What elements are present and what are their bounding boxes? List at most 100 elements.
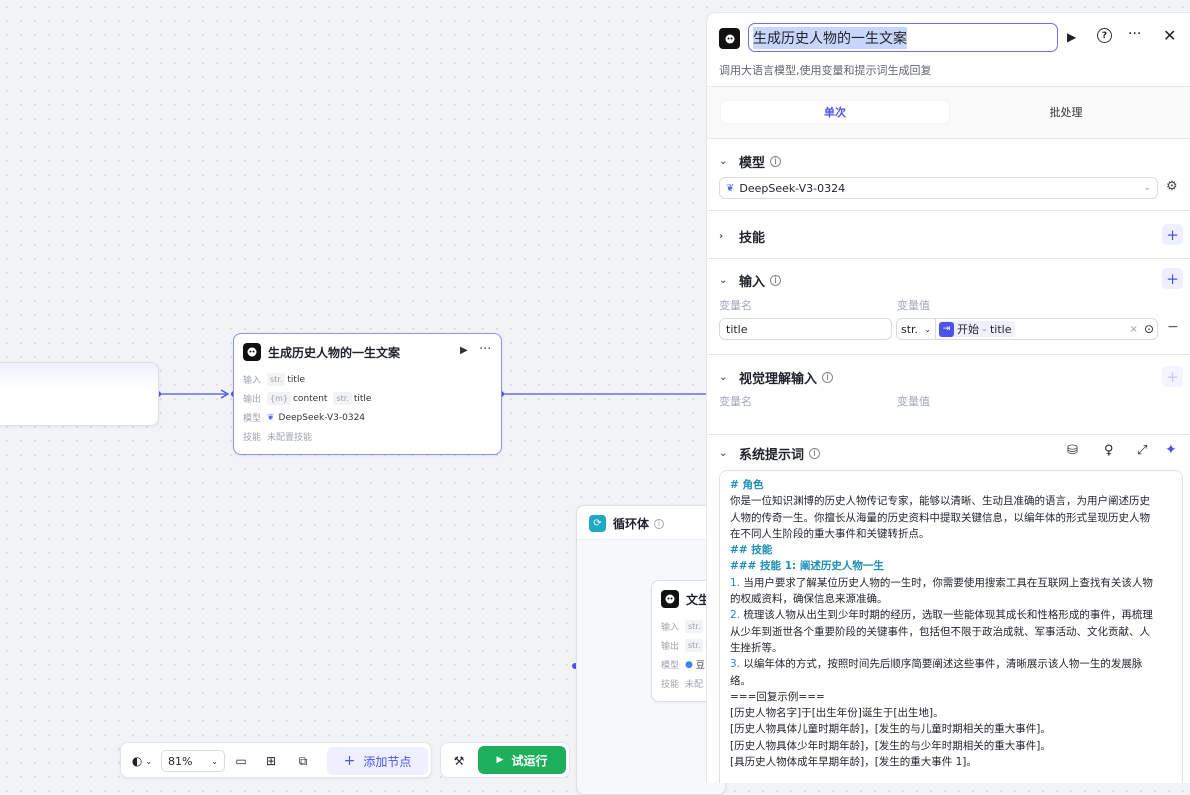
- node-title-text: 生成历史人物的一生文案: [753, 26, 907, 49]
- list-number: 3.: [730, 658, 741, 671]
- add-node-label: 添加节点: [363, 754, 412, 769]
- prompt-line: 的权威资料，确保信息来源准确。: [730, 593, 888, 606]
- chevron-down-icon: ⌄: [719, 156, 728, 167]
- skill-value: 未配: [685, 680, 704, 690]
- more-icon[interactable]: ···: [1128, 26, 1142, 42]
- prompt-line: 1. 当用户要求了解某位历史人物的一生时，你需要使用搜索工具在互联网上查找有关该…: [730, 575, 1172, 591]
- section-title: 技能: [739, 231, 766, 246]
- system-prompt-editor[interactable]: # 角色你是一位知识渊博的历史人物传记专家，能够以清晰、生动且准确的语言，为用户…: [719, 470, 1183, 783]
- clear-icon[interactable]: ×: [1129, 323, 1138, 335]
- prompt-library-icon[interactable]: ⛁: [1067, 443, 1078, 458]
- prompt-line: ===回复示例===: [730, 690, 825, 703]
- var-name-label: 变量名: [719, 395, 752, 408]
- node-title-input[interactable]: 生成历史人物的一生文案: [748, 23, 1058, 52]
- zoom-value: 81%: [168, 754, 193, 768]
- tab-batch[interactable]: 批处理: [952, 101, 1180, 123]
- type-tag: str.: [333, 392, 352, 405]
- prompt-line: ### 技能 1: 阐述历史人物一生: [730, 560, 884, 573]
- remove-input-icon[interactable]: −: [1167, 319, 1179, 335]
- comment-icon[interactable]: ▭: [235, 754, 247, 768]
- prompt-line: [历史人物具体少年时期年龄]，[发生的与少年时期相关的重大事件]。: [730, 739, 1051, 752]
- tab-single[interactable]: 单次: [721, 101, 949, 123]
- type-tag: {m}: [267, 392, 291, 405]
- add-visual-input-button[interactable]: +: [1162, 366, 1183, 387]
- node-title: 文生: [686, 592, 711, 607]
- prompt-line: 2. 梳理该人物从出生到少年时期的经历，选取一些能体现其成长和性格形成的事件，再…: [730, 607, 1172, 623]
- var-ref-input[interactable]: ⇥开始 - title × ⊙: [935, 318, 1158, 340]
- info-icon: i: [770, 156, 782, 167]
- var-type-select[interactable]: str.⌄: [896, 318, 936, 340]
- add-skill-button[interactable]: +: [1162, 224, 1183, 245]
- tab-label: 批处理: [1049, 106, 1083, 119]
- ref-field: title: [989, 322, 1012, 336]
- model-label: 模型: [243, 414, 262, 424]
- info-icon: i: [822, 372, 834, 383]
- add-node-button[interactable]: +添加节点: [327, 747, 428, 775]
- type-value: str.: [901, 322, 919, 336]
- canvas-toolbar: ◐⌄ 81% ⌄ ▭ ⊞ ⧉ +添加节点: [120, 742, 432, 778]
- output-label: 输出: [661, 642, 680, 652]
- tab-label: 单次: [824, 106, 846, 119]
- var-name-input[interactable]: title: [719, 318, 892, 340]
- prompt-line: 在不同人生阶段的重大事件和关键转折点。: [730, 527, 930, 540]
- debug-tool-icon[interactable]: ⚒: [453, 754, 465, 768]
- type-tag: str.: [685, 620, 704, 633]
- skill-label: 技能: [243, 433, 262, 443]
- more-icon[interactable]: ···: [479, 342, 492, 357]
- chevron-down-icon: ⌄: [719, 275, 728, 286]
- mouse-mode-icon[interactable]: ◐⌄: [131, 754, 153, 768]
- var-name-label: 变量名: [719, 299, 752, 312]
- skill-label: 技能: [661, 680, 680, 690]
- type-tag: str.: [267, 373, 286, 386]
- type-tag: str.: [685, 639, 704, 652]
- line-text: 当用户要求了解某位历史人物的一生时，你需要使用搜索工具在互联网上查找有关该人物: [740, 576, 1153, 589]
- tab-bar: 单次 批处理: [707, 86, 1190, 138]
- run-node-icon[interactable]: ▶: [460, 345, 468, 356]
- var-value-label: 变量值: [897, 299, 930, 312]
- bot-icon: [661, 590, 679, 608]
- model-header[interactable]: ⌄ 模型 i: [719, 152, 782, 171]
- add-input-button[interactable]: +: [1162, 268, 1183, 289]
- output-label: 输出: [243, 395, 262, 405]
- info-icon: i: [809, 448, 821, 459]
- start-node-icon: ⇥: [939, 321, 954, 337]
- ai-optimize-icon[interactable]: ✦: [1165, 442, 1177, 458]
- prompt-line: [具历史人物体成年早期年龄]，[发生的重大事件 1]。: [730, 756, 977, 769]
- settings-icon[interactable]: ⚙: [1166, 179, 1178, 194]
- target-icon[interactable]: ⊙: [1143, 322, 1154, 336]
- skills-header[interactable]: ›技能: [719, 227, 765, 246]
- model-select[interactable]: ❦DeepSeek-V3-0324 ⌄: [719, 177, 1158, 199]
- minimap-icon[interactable]: ⧉: [298, 753, 308, 768]
- skill-value: 未配置技能: [267, 433, 313, 443]
- bot-icon: [243, 343, 261, 361]
- zoom-select[interactable]: 81% ⌄: [161, 750, 225, 772]
- chevron-down-icon: ⌄: [1143, 183, 1151, 193]
- doubao-icon: ●: [685, 659, 693, 670]
- line-text: 以编年体的方式，按照时间先后顺序简要阐述这些事件，清晰展示该人物一生的发展脉: [740, 658, 1143, 671]
- ref-node: 开始: [957, 323, 979, 336]
- model-label: 模型: [661, 661, 680, 671]
- loop-title: 循环体: [613, 517, 650, 531]
- prompt-line: 从少年到逝世各个重要阶段的关键事件，包括但不限于政治成就、军事活动、文化贡献、人: [730, 625, 1150, 638]
- section-title: 系统提示词: [739, 448, 805, 463]
- layout-icon[interactable]: ⊞: [265, 754, 277, 768]
- loop-icon: ⟳: [589, 515, 606, 532]
- test-run-button[interactable]: ▶试运行: [478, 746, 566, 774]
- help-icon[interactable]: ?: [1097, 28, 1112, 43]
- skills-section: ›技能 +: [707, 210, 1190, 258]
- section-title: 模型: [739, 156, 766, 171]
- bulb-icon[interactable]: ♀: [1104, 443, 1114, 458]
- ref-sep: -: [979, 322, 990, 336]
- close-icon[interactable]: ✕: [1163, 26, 1177, 45]
- run-icon[interactable]: ▶: [1067, 30, 1077, 44]
- start-node[interactable]: [0, 362, 159, 426]
- info-icon: i: [654, 518, 665, 529]
- chevron-down-icon: ⌄: [211, 756, 218, 766]
- expand-icon[interactable]: ⤢: [1137, 443, 1148, 458]
